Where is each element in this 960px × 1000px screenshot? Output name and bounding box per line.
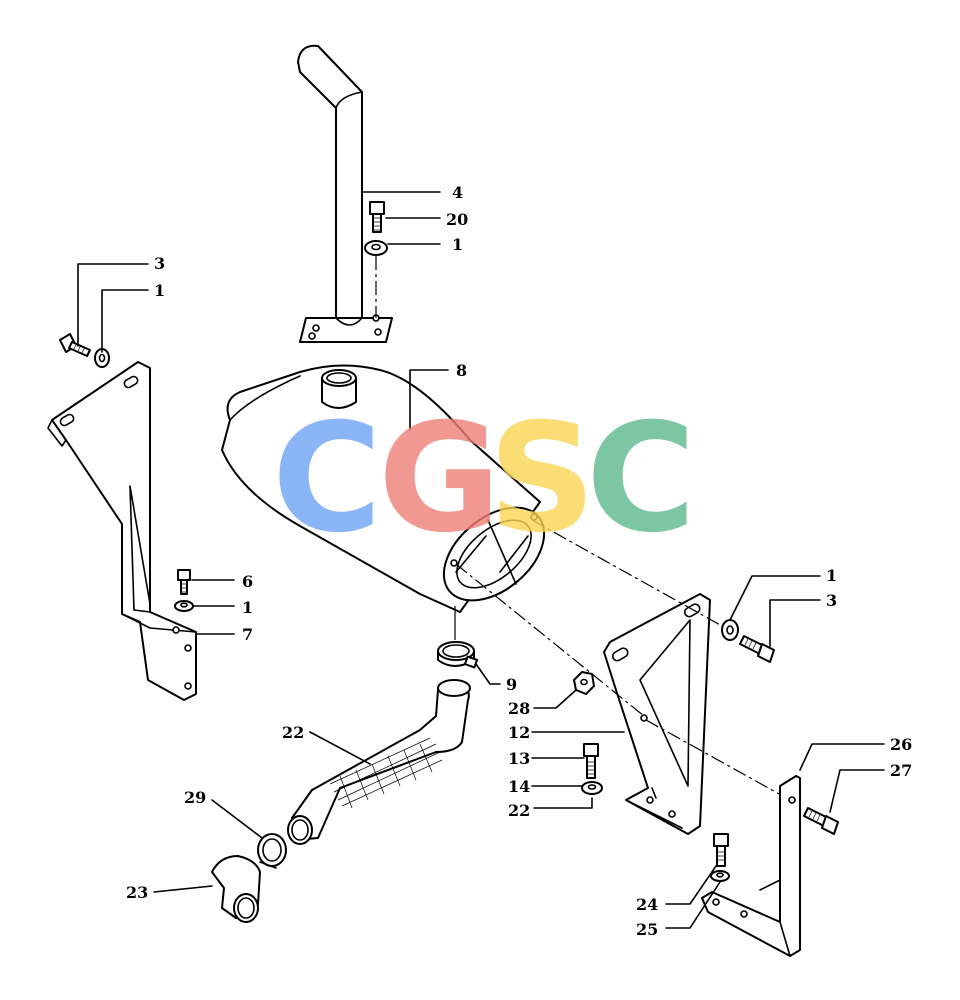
- bolt-20: [369, 201, 385, 233]
- bolt-6: [177, 569, 191, 595]
- bolt-13: [583, 743, 599, 779]
- watermark-letter-s: S: [488, 392, 596, 566]
- callout-13: 13: [508, 749, 530, 768]
- watermark: C G S C: [272, 392, 696, 566]
- callout-1-mid: 1: [242, 598, 253, 617]
- callout-4: 4: [452, 183, 463, 202]
- callout-28: 28: [508, 699, 530, 718]
- elbow-23: [211, 855, 261, 923]
- clamp-29: [257, 833, 287, 869]
- callout-1-right: 1: [826, 566, 837, 585]
- washer-1-mid: [174, 600, 194, 612]
- support-bracket-26: [701, 775, 801, 957]
- bolt-3-right: [739, 635, 775, 663]
- washer-25: [710, 870, 730, 882]
- left-bracket: [47, 361, 197, 701]
- flex-hose-22: [287, 679, 471, 845]
- bolt-27: [803, 807, 839, 835]
- callout-12: 12: [508, 723, 530, 742]
- clamp-9: [437, 641, 479, 669]
- callout-23: 23: [126, 883, 148, 902]
- watermark-letter-c2: C: [586, 392, 696, 566]
- callout-8: 8: [456, 361, 467, 380]
- callout-14: 14: [508, 777, 530, 796]
- callout-22-hose: 22: [282, 723, 304, 742]
- callout-22-right: 22: [508, 801, 530, 820]
- callout-9: 9: [506, 675, 517, 694]
- callout-24: 24: [636, 895, 658, 914]
- right-bracket: [603, 593, 711, 835]
- washer-14: [581, 781, 603, 795]
- washer-1-top: [364, 240, 388, 256]
- leader-lines: [77, 191, 885, 929]
- callout-27: 27: [890, 761, 912, 780]
- callout-25: 25: [636, 920, 658, 939]
- watermark-letter-g: G: [378, 392, 501, 566]
- callout-1-left: 1: [154, 281, 165, 300]
- bolt-24: [713, 833, 729, 867]
- callout-26: 26: [890, 735, 912, 754]
- washer-1-right: [721, 619, 739, 641]
- nut-28: [573, 671, 595, 695]
- watermark-letter-c1: C: [272, 392, 382, 566]
- callout-29: 29: [184, 788, 206, 807]
- callout-20: 20: [446, 210, 468, 229]
- callout-3-left: 3: [154, 254, 165, 273]
- muffler: [221, 364, 546, 613]
- callout-labels: 4 20 1 3 1 8 6 1 7 1 3 9 28 12 22 13 14 …: [126, 183, 912, 939]
- bolt-3-left: [59, 333, 91, 357]
- callout-7: 7: [242, 625, 253, 644]
- callout-1-top: 1: [452, 235, 463, 254]
- exhaust-stack-pipe: [297, 44, 393, 343]
- callout-3-right: 3: [826, 591, 837, 610]
- callout-6: 6: [242, 572, 253, 591]
